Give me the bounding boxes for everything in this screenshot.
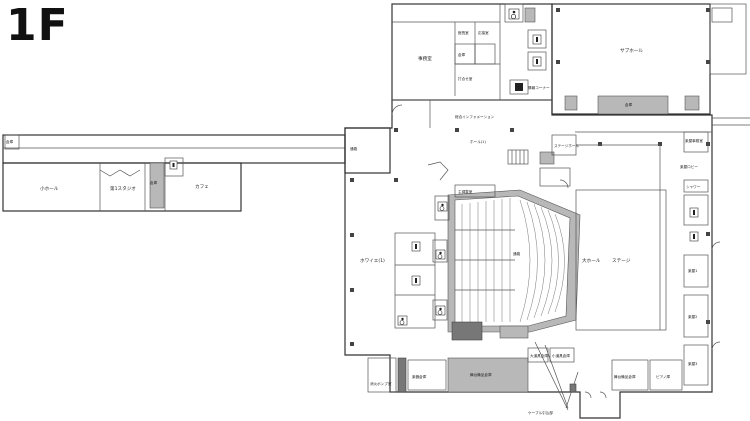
floor-label: 1F — [6, 0, 69, 51]
room-president: 館長室 — [458, 30, 469, 35]
room-storage-left: 倉庫 — [150, 180, 158, 185]
doors — [391, 104, 750, 399]
dressing-rooms: 楽屋事務室 楽屋ロビー シャワー 楽屋1 楽屋2 楽屋3 — [680, 131, 709, 386]
room-storage-2: 倉庫 — [6, 139, 14, 144]
room-dressing-lobby: 楽屋ロビー — [680, 164, 698, 169]
room-pump-room: 消火ポンプ室 — [370, 381, 392, 386]
room-piano: ピアノ庫 — [656, 374, 670, 379]
toilet-icon — [169, 160, 178, 170]
room-instrument-storage: 楽器倉庫 — [412, 374, 427, 379]
label-corridor: 通路 — [350, 146, 358, 151]
room-info-corner: 情報コーナー — [528, 85, 550, 90]
room-office: 事務室 — [418, 55, 432, 62]
accessible-toilet-icon — [435, 305, 446, 316]
toilet-icon — [689, 231, 699, 242]
room-meeting: 打合せ室 — [458, 76, 473, 81]
bottom-rooms: 消火ポンプ室 楽器倉庫 舞台備品倉庫 大道具倉庫 小道具倉庫 舞台備品倉庫 ピア… — [367, 347, 683, 393]
room-sub-hall: サブホール — [620, 47, 643, 54]
accessible-toilet-icon — [435, 249, 446, 260]
room-stage-hall: ステージホール — [554, 143, 579, 148]
room-shower: シャワー — [686, 184, 701, 189]
accessible-toilet-icon — [508, 8, 520, 20]
room-dressing-office: 楽屋事務室 — [685, 138, 703, 143]
label-concierge: 総合インフォメーション — [455, 114, 495, 119]
room-dressing-3: 楽屋3 — [688, 361, 697, 366]
room-cafe: カフェ — [195, 184, 209, 190]
room-small-prop: 小道具倉庫 — [552, 353, 570, 358]
northeast-block: サブホール 倉庫 — [551, 3, 747, 115]
toilet-icon — [689, 207, 699, 218]
north-block: 事務室 館長室 応接室 打合せ室 情報コーナー 倉庫 — [391, 3, 553, 101]
room-reception: 応接室 — [478, 30, 489, 35]
cable-pit: ケーブル引込部 — [528, 341, 579, 415]
room-stage-equip-2: 舞台備品倉庫 — [614, 374, 636, 379]
room-small-hall: 小ホール — [40, 185, 59, 192]
toilet-icon — [411, 275, 421, 286]
label-hall-1: ホール(1) — [470, 139, 486, 144]
auditorium: 通路 — [447, 189, 581, 341]
elevator-icon — [515, 83, 523, 91]
room-main-control: 主調整室 — [458, 189, 473, 194]
room-storage-4: 倉庫 — [625, 102, 633, 107]
room-stage-equip-1: 舞台備品倉庫 — [470, 372, 492, 377]
room-dressing-2: 楽屋2 — [688, 314, 697, 319]
stairs: ステージホール — [507, 134, 579, 187]
connector: 通路 — [344, 127, 391, 174]
label-aisle: 通路 — [513, 251, 521, 256]
accessible-toilet-icon — [397, 315, 408, 326]
west-wing: 小ホール 第1スタジオ カフェ 倉庫 倉庫 — [2, 134, 346, 212]
room-dressing-1: 楽屋1 — [688, 268, 697, 273]
label-cable-pit: ケーブル引込部 — [528, 410, 553, 415]
room-main-hall: 大ホール — [582, 257, 601, 264]
toilet-icon — [411, 241, 421, 252]
room-stage: ステージ — [612, 258, 631, 264]
room-lobby-1: ホワイエ(1) — [360, 258, 385, 264]
facility-icons — [169, 8, 699, 326]
accessible-toilet-icon — [437, 201, 448, 212]
toilet-icon — [532, 34, 542, 45]
room-storage-3: 倉庫 — [458, 52, 466, 57]
toilet-icon — [532, 56, 542, 67]
seating-rows — [455, 198, 565, 323]
lobby-rooms: 主調整室 ホワイエ(1) — [360, 161, 496, 329]
room-studio-1: 第1スタジオ — [110, 185, 136, 192]
stage-area: 大ホール ステージ — [575, 144, 667, 331]
room-large-prop: 大道具倉庫 — [530, 353, 548, 358]
